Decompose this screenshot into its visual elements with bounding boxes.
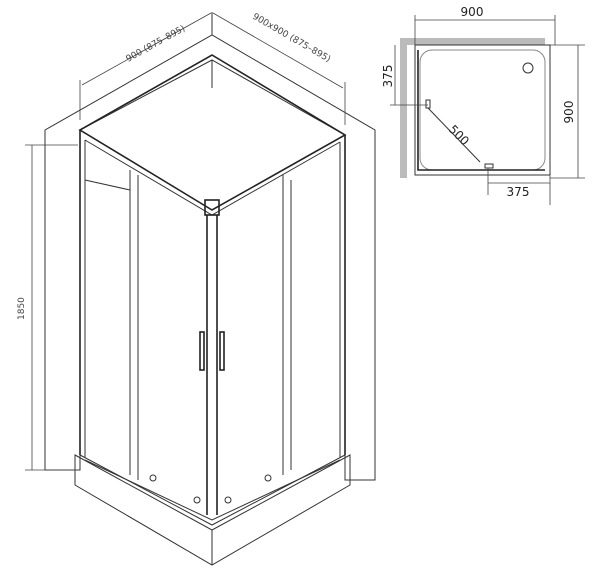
height-dimension-label: 1850 bbox=[17, 297, 27, 320]
door-left-label: 375 bbox=[381, 65, 395, 88]
width-dimension-label: 900 (875–895) bbox=[125, 24, 188, 65]
diagonal-label: 500 bbox=[446, 122, 472, 148]
tray-outline bbox=[419, 49, 546, 171]
right-door-handle bbox=[219, 331, 225, 371]
isometric-view: 900 (875–895) 900x900 (875–895) 1850 bbox=[17, 12, 376, 566]
plan-width-label: 900 bbox=[461, 5, 484, 19]
walls bbox=[44, 34, 376, 481]
door-bottom-label: 375 bbox=[507, 185, 530, 199]
plan-view: 900 900 375 375 500 bbox=[381, 5, 585, 205]
left-door-handle bbox=[199, 331, 205, 371]
plan-depth-label: 900 bbox=[562, 101, 576, 124]
drain-icon bbox=[522, 62, 534, 74]
depth-dimension-label: 900x900 (875–895) bbox=[251, 12, 333, 65]
